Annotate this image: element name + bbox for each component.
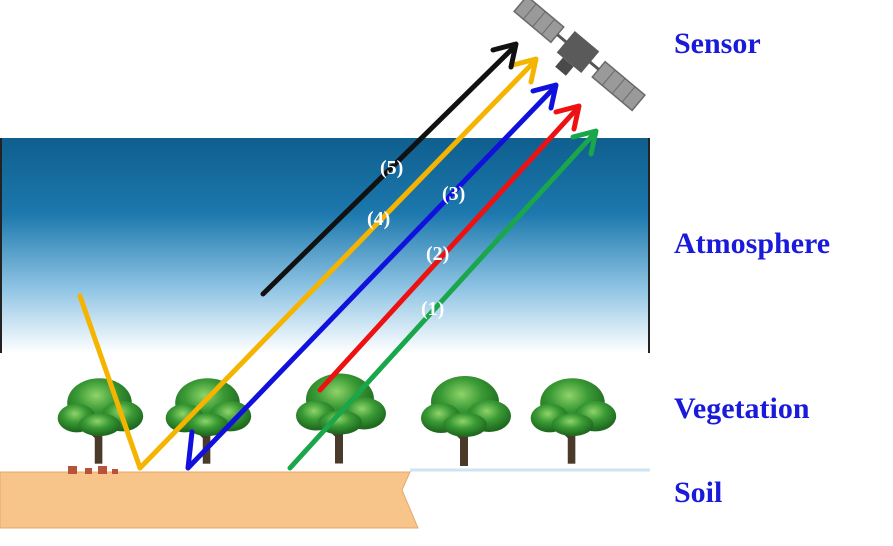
sensor-label: Sensor: [674, 27, 761, 60]
vegetation-label: Vegetation: [674, 392, 810, 425]
atmosphere-band: [0, 138, 650, 353]
path-label-3: (3): [442, 183, 465, 205]
satellite-icon: [513, 0, 647, 112]
soil-layer: [0, 466, 650, 529]
tree-icon: [163, 376, 254, 466]
path-label-2: (2): [426, 243, 449, 265]
path-4-arrow: [77, 56, 539, 471]
tree-icon: [419, 374, 513, 468]
tree-icon: [528, 376, 619, 466]
path-label-5: (5): [380, 157, 403, 179]
tree-icon: [55, 376, 146, 466]
soil-label: Soil: [674, 476, 723, 509]
path-label-1: (1): [421, 298, 444, 320]
path-3-arrow: [185, 82, 559, 471]
path-labels: (1) (2) (3) (4) (5): [367, 157, 465, 320]
path-5-arrow: [260, 41, 519, 297]
path-label-4: (4): [367, 208, 390, 230]
atmosphere-label: Atmosphere: [674, 227, 831, 260]
path-1-arrow: [287, 128, 599, 471]
radiation-paths: [77, 41, 599, 471]
path-2-arrow: [317, 103, 582, 393]
